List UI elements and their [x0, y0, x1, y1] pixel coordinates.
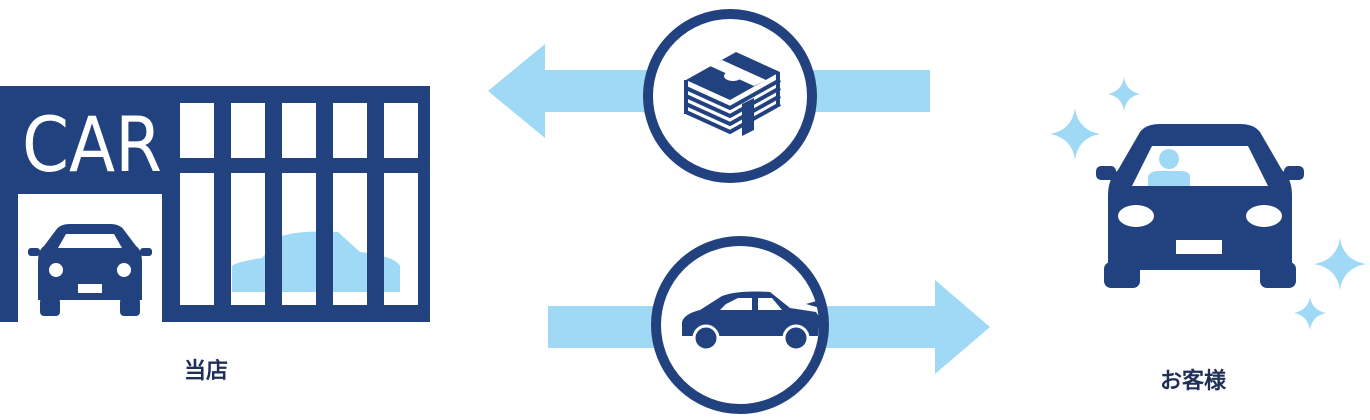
car-circle [651, 236, 829, 414]
garage-car-icon [28, 224, 152, 316]
shop-sign-text: CAR [22, 100, 162, 189]
shop-label: 当店 [184, 359, 229, 384]
sparkle-icon [1294, 297, 1326, 330]
car-side-icon [682, 291, 820, 352]
sparkle-icon [1050, 108, 1100, 160]
sparkle-icon [1108, 77, 1140, 111]
customer-label: お客様 [1160, 369, 1227, 394]
money-circle [643, 9, 817, 183]
money-stack-icon [684, 52, 781, 136]
sparkle-icon [1314, 238, 1366, 290]
customer-car-icon [1096, 124, 1304, 288]
